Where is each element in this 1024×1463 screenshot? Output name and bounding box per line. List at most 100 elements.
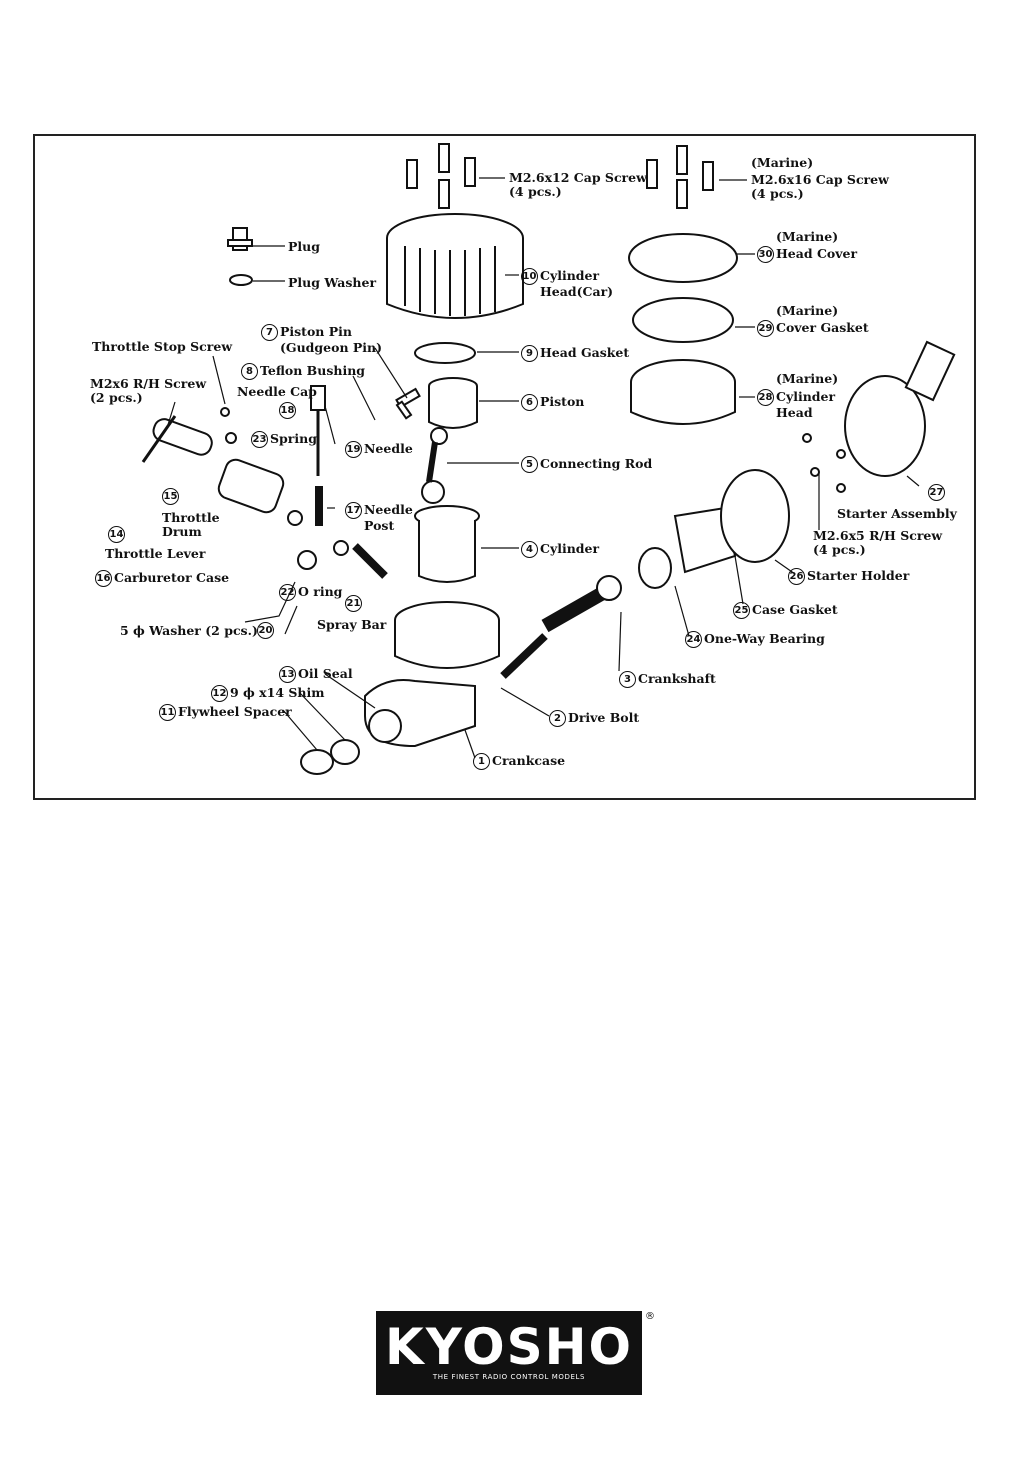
label-text: Piston Pin [280,324,352,339]
leader-lines [166,177,920,759]
part-number-badge: 29 [757,320,774,337]
part-number-badge-15: 15 [162,488,179,505]
label-text-line2: Head(Car) [540,284,614,299]
label-text: Connecting Rod [540,456,653,471]
label-text: Oil Seal [298,666,353,681]
starter-holder-part [720,469,790,563]
cap-screws-marine [646,145,714,209]
label-marine-4: (Marine) [776,372,838,386]
label-text: Plug Washer [288,275,377,290]
label-starter-assembly: Starter Assembly [837,507,957,521]
label-plug-washer: Plug Washer [288,276,376,290]
label-text: (Marine) [776,303,839,318]
label-text: Case Gasket [752,602,838,617]
part-number-badge: 1 [473,753,490,770]
label-text: M2.6x5 R/H Screw [813,528,943,543]
cap-screws-car [406,143,476,209]
label-text: Head Cover [776,246,858,261]
part-number-badge: 24 [685,631,702,648]
label-text: Throttle Stop Screw [92,339,233,354]
logo-tagline: THE FINEST RADIO CONTROL MODELS [432,1373,586,1381]
part-number-badge: 9 [521,345,538,362]
label-text: O ring [298,584,343,599]
label-text: Piston [540,394,585,409]
part-number-badge-14: 14 [108,526,125,543]
part-number-badge: 26 [788,568,805,585]
label-text-line2: Post [364,518,395,533]
label-text: Needle [364,502,413,517]
label-text: Cover Gasket [776,320,869,335]
label-text: Plug [288,239,320,254]
exploded-engine-diagram: M2.6x12 Cap Screw(4 pcs.)(Marine)M2.6x16… [33,134,976,800]
part-number-badge: 7 [261,324,278,341]
carburetor-assembly [141,385,413,579]
label-text-line2: (Gudgeon Pin) [280,340,383,355]
label-text-line2: Head [776,405,813,420]
label-m26x5-screw: M2.6x5 R/H Screw(4 pcs.) [813,529,942,557]
label-text: Carburetor Case [114,570,230,585]
part-number-badge: 19 [345,441,362,458]
label-spray-bar: Spray Bar [317,618,386,632]
part-number-badge: 8 [241,363,258,380]
m26x5-screws [802,433,846,493]
label-text: Crankcase [492,753,566,768]
label-throttle-lever: Throttle Lever [105,547,205,561]
label-cap-screw-m26x12: M2.6x12 Cap Screw(4 pcs.) [509,171,647,199]
label-text: (Marine) [776,229,839,244]
part-number-badge: 28 [757,389,774,406]
label-text: (Marine) [776,371,839,386]
label-text: M2.6x12 Cap Screw [509,170,647,185]
label-text-line2: (4 pcs.) [751,186,804,201]
part-number-badge-21: 21 [345,595,362,612]
label-text: Teflon Bushing [260,363,366,378]
label-text: Crankshaft [638,671,716,686]
part-number-badge: 25 [733,602,750,619]
one-way-bearing-part [638,547,672,589]
label-text: Needle [364,441,413,456]
part-number-badge: 17 [345,502,362,519]
label-plug: Plug [288,240,320,254]
label-text: M2.6x16 Cap Screw [751,172,889,187]
logo-wordmark: KYOSHO [384,1318,634,1376]
label-text: Flywheel Spacer [178,704,292,719]
kyosho-logo: KYOSHO THE FINEST RADIO CONTROL MODELS [376,1311,642,1395]
label-text: Throttle [162,510,220,525]
label-text-line2: Drum [162,524,202,539]
registered-mark: ® [645,1311,655,1322]
label-text-line2: (2 pcs.) [90,390,143,405]
cylinder-head-car [386,213,524,319]
label-text: Head Gasket [540,345,630,360]
part-number-badge: 13 [279,666,296,683]
marine-head-parts [628,233,738,425]
label-washer-5: 5 ϕ Washer (2 pcs.) [120,624,258,638]
part-number-badge: 10 [521,268,538,285]
connecting-rod-part [421,427,448,504]
label-text: 9 ϕ x14 Shim [230,685,325,700]
part-number-badge: 4 [521,541,538,558]
part-number-badge-20: 20 [257,622,274,639]
label-text: Spring [270,431,317,446]
head-gasket-part [414,342,476,364]
part-number-badge: 3 [619,671,636,688]
label-text: Throttle Lever [105,546,206,561]
label-text: Starter Assembly [837,506,957,521]
label-text: Drive Bolt [568,710,640,725]
